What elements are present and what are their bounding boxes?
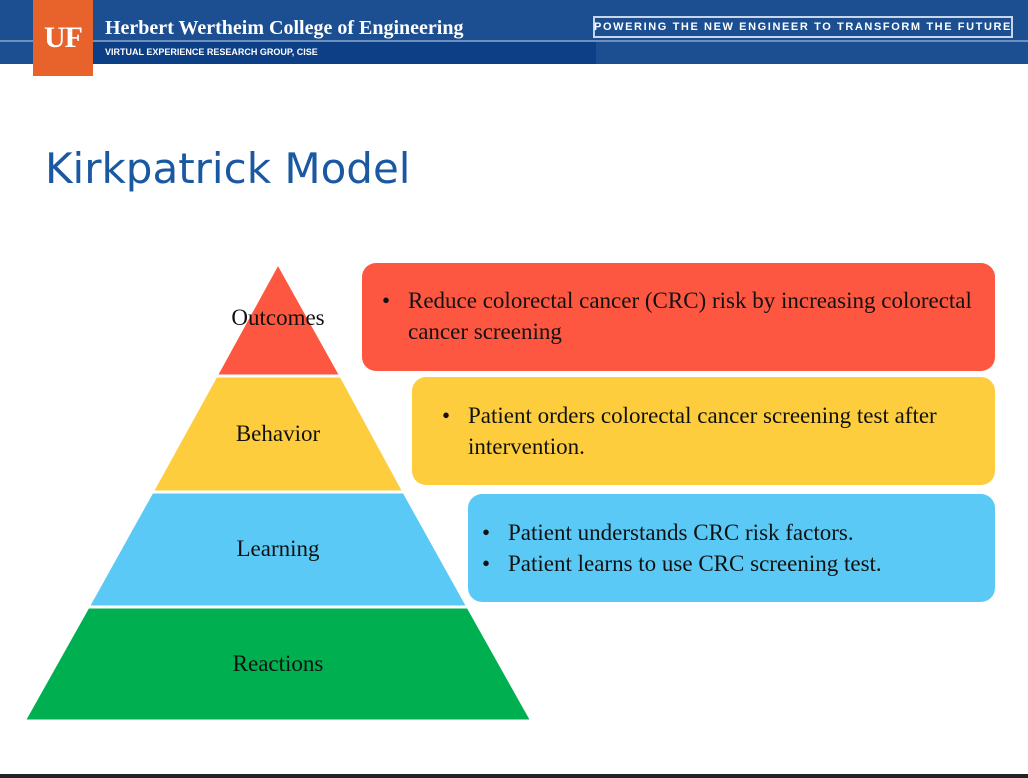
pyramid-tier-reactions xyxy=(21,605,535,723)
callout-outcomes: Reduce colorectal cancer (CRC) risk by i… xyxy=(362,263,995,371)
research-group-name: VIRTUAL EXPERIENCE RESEARCH GROUP, CISE xyxy=(105,47,318,57)
callout-behavior-list: Patient orders colorectal cancer screeni… xyxy=(428,400,985,462)
bottom-rule xyxy=(0,774,1028,778)
tagline-box: POWERING THE NEW ENGINEER TO TRANSFORM T… xyxy=(593,16,1013,38)
callout-outcomes-list: Reduce colorectal cancer (CRC) risk by i… xyxy=(368,285,985,347)
callout-learning: Patient understands CRC risk factors. Pa… xyxy=(468,494,995,602)
callout-learning-list: Patient understands CRC risk factors. Pa… xyxy=(468,517,989,579)
callout-behavior: Patient orders colorectal cancer screeni… xyxy=(412,377,995,485)
slide-title: Kirkpatrick Model xyxy=(45,144,411,193)
callout-bullet: Reduce colorectal cancer (CRC) risk by i… xyxy=(368,285,985,347)
tier-label-learning: Learning xyxy=(236,536,320,561)
college-name: Herbert Wertheim College of Engineering xyxy=(105,17,464,39)
tier-label-reactions: Reactions xyxy=(233,651,324,676)
uf-logo: UF xyxy=(33,0,93,76)
tier-label-outcomes: Outcomes xyxy=(231,305,324,330)
callout-bullet: Patient orders colorectal cancer screeni… xyxy=(428,400,985,462)
header-stripe xyxy=(0,40,1028,42)
tagline-text: POWERING THE NEW ENGINEER TO TRANSFORM T… xyxy=(594,21,1012,33)
callout-bullet: Patient understands CRC risk factors. xyxy=(468,517,989,548)
header-subtitle-strip xyxy=(93,42,596,64)
callout-bullet: Patient learns to use CRC screening test… xyxy=(468,548,989,579)
tier-label-behavior: Behavior xyxy=(236,421,321,446)
